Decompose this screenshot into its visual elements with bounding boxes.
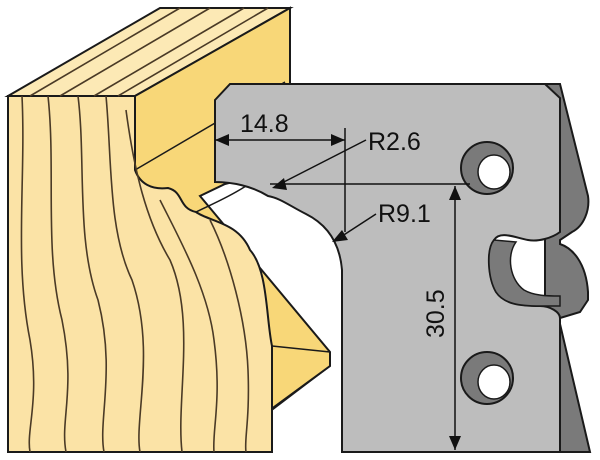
radius-small-label: R2.6 [368,128,421,156]
cutter-blade-icon [214,83,592,453]
wood-front-face [7,95,273,453]
width-dimension-label: 14.8 [240,110,289,138]
wood-profile-step [271,345,331,353]
blade-notch-shade [488,239,561,307]
height-dimension-label: 30.5 [422,289,450,338]
wood-profile-icon [4,6,331,453]
blade-hole-bottom-inner [477,364,511,400]
dimension-arrows [215,134,461,450]
wood-grain [20,7,269,453]
wood-profile-step [271,365,331,411]
radius-large-label: R9.1 [378,200,431,228]
blade-hole-top-inner [477,154,511,190]
